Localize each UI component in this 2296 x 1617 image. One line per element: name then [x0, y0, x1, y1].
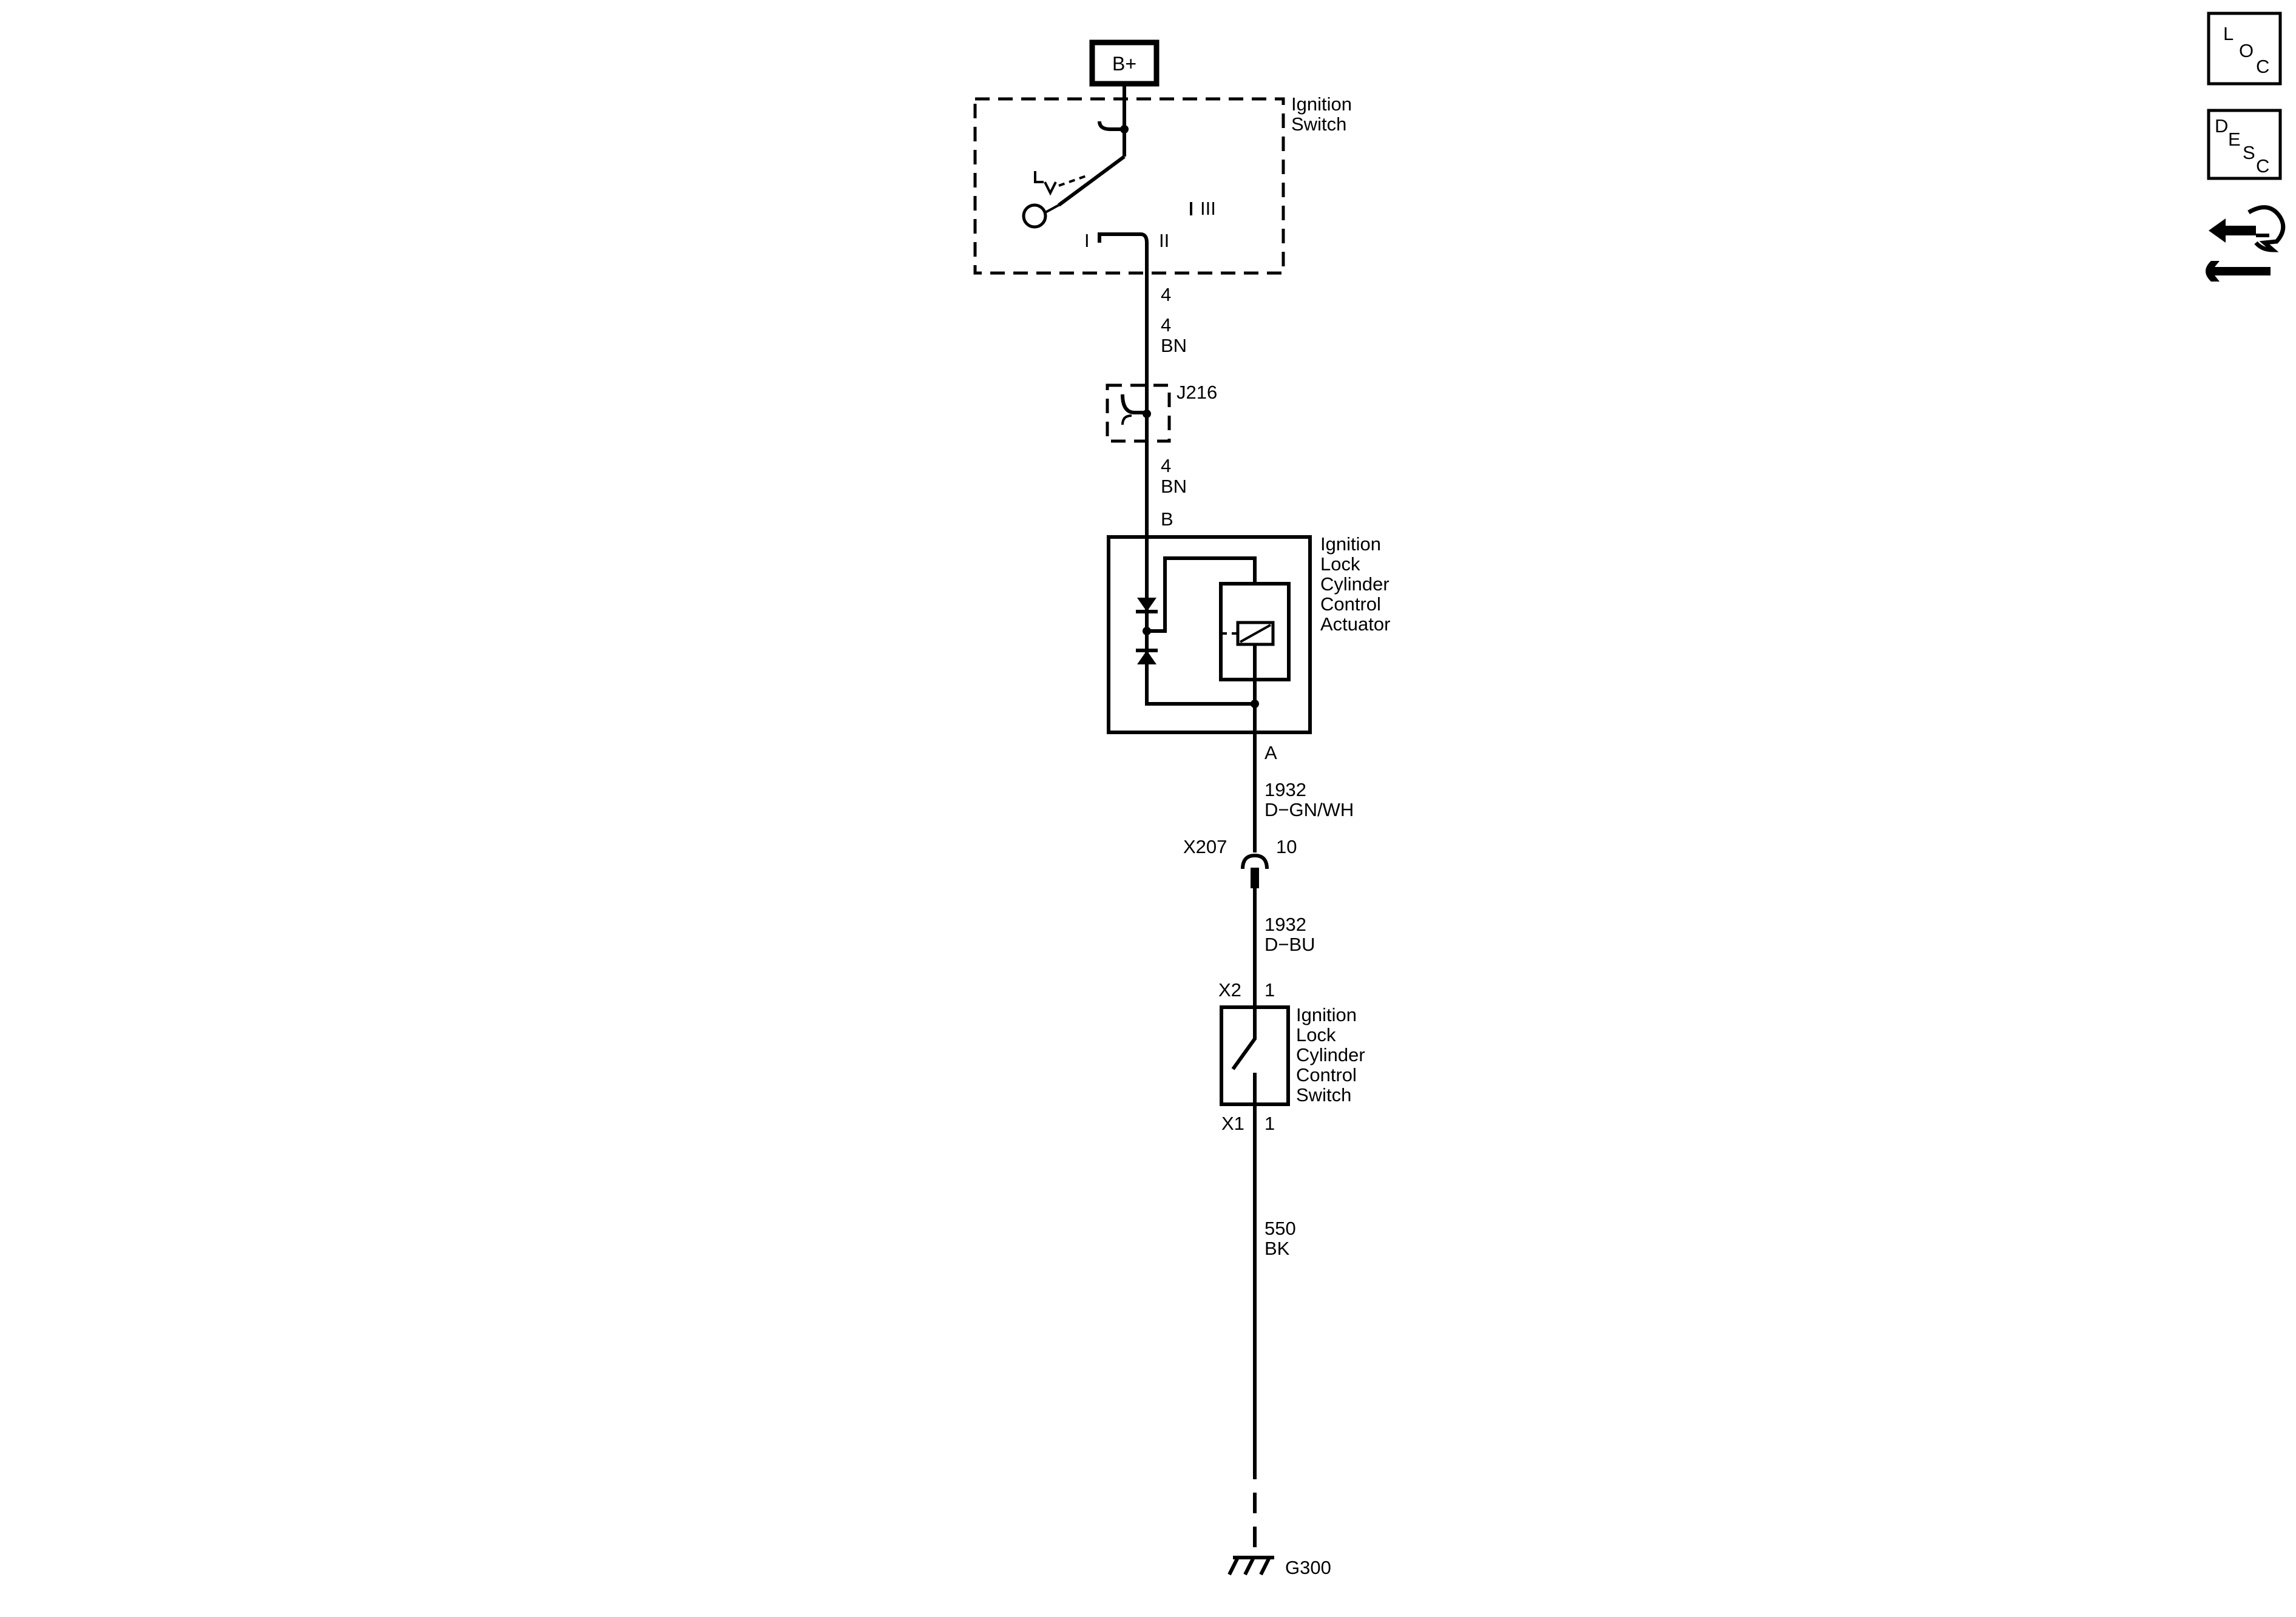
actuator-terminal-a: A	[1264, 742, 1277, 763]
wire-550: X1 1 550 BK	[1221, 1104, 1296, 1553]
wire-1932-upper-circuit: 1932	[1264, 779, 1306, 800]
loc-letter-l: L	[2223, 23, 2234, 44]
splice-j216: J216	[1106, 382, 1217, 443]
ignition-switch-pos-1: I	[1084, 230, 1090, 251]
ignition-switch-terminal: 4	[1161, 284, 1171, 305]
wire-4-upper-color: BN	[1161, 335, 1187, 356]
wire-4-lower-color: BN	[1161, 476, 1187, 497]
lock-switch-name-1: Ignition	[1296, 1004, 1357, 1025]
ignition-switch: Ignition Switch III I II	[973, 84, 1352, 275]
wire-1932-upper: A 1932 D−GN/WH	[1253, 732, 1354, 852]
wire-4-lower: 4 BN B	[1145, 441, 1187, 537]
lock-cylinder-actuator: Ignition Lock Cylinder Control Actuator	[1107, 533, 1390, 734]
wire-550-circuit: 550	[1264, 1218, 1296, 1239]
wire-1932-lower: 1932 D−BU X2 1	[1218, 888, 1315, 1007]
actuator-terminal-b: B	[1161, 508, 1173, 530]
desc-letter-d: D	[2215, 115, 2228, 137]
battery-source-label: B+	[1112, 53, 1136, 75]
actuator-name-5: Actuator	[1320, 613, 1390, 635]
wire-550-color: BK	[1264, 1238, 1290, 1259]
inline-connector-pin: 10	[1276, 836, 1297, 857]
actuator-name-1: Ignition	[1320, 533, 1381, 555]
lock-switch-conn-top: X2	[1218, 979, 1241, 1001]
actuator-name-3: Cylinder	[1320, 573, 1389, 595]
ignition-switch-pos-3: III	[1200, 198, 1216, 219]
inline-connector-id: X207	[1183, 836, 1227, 857]
desc-letter-s: S	[2243, 142, 2255, 163]
splice-id: J216	[1177, 382, 1217, 403]
wire-1932-upper-color: D−GN/WH	[1264, 799, 1354, 820]
actuator-name-2: Lock	[1320, 553, 1360, 575]
lock-cylinder-switch: Ignition Lock Cylinder Control Switch	[1220, 1004, 1365, 1106]
desc-button[interactable]: D E S C	[2207, 109, 2282, 180]
lock-switch-pin-bottom: 1	[1264, 1113, 1275, 1134]
ground-g300: G300	[1227, 1556, 1331, 1578]
ignition-switch-pos-2: II	[1159, 230, 1169, 251]
inline-connector-x207: X207 10	[1183, 836, 1297, 888]
lock-switch-name-3: Cylinder	[1296, 1044, 1365, 1065]
battery-source: B+	[1089, 39, 1160, 87]
wire-1932-lower-color: D−BU	[1264, 934, 1315, 955]
lock-switch-pin-top: 1	[1264, 979, 1275, 1001]
actuator-name-4: Control	[1320, 593, 1381, 615]
wire-1932-lower-circuit: 1932	[1264, 914, 1306, 935]
desc-letter-e: E	[2228, 129, 2241, 150]
ignition-switch-name-2: Switch	[1291, 113, 1346, 135]
ground-id: G300	[1285, 1557, 1331, 1578]
wire-4-upper: 4 4 BN	[1145, 273, 1187, 388]
ignition-switch-name-1: Ignition	[1291, 93, 1352, 115]
lock-switch-name-2: Lock	[1296, 1024, 1336, 1045]
loc-letter-c: C	[2256, 56, 2269, 77]
wire-4-upper-circuit: 4	[1161, 314, 1171, 336]
lock-switch-conn-bottom: X1	[1221, 1113, 1244, 1134]
loc-button[interactable]: L O C	[2207, 12, 2282, 86]
wire-4-lower-circuit: 4	[1161, 455, 1171, 476]
lock-switch-name-5: Switch	[1296, 1084, 1351, 1106]
loc-letter-o: O	[2239, 40, 2254, 61]
connector-repair-icon[interactable]	[2206, 205, 2286, 282]
lock-switch-name-4: Control	[1296, 1064, 1357, 1085]
desc-letter-c: C	[2256, 155, 2269, 177]
